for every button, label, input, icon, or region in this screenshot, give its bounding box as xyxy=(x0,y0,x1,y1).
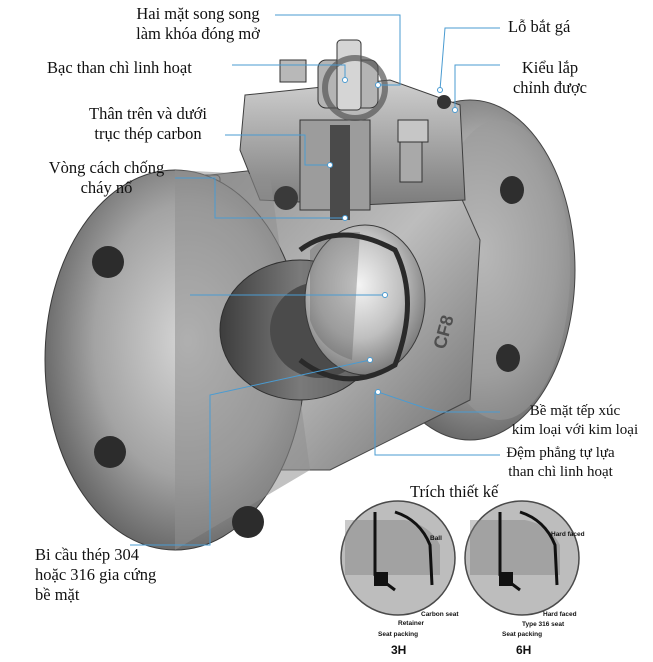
detail-6h-hard-faced-top-label: Hard faced xyxy=(551,531,585,538)
label-self-relieving-gasket: Đệm phẳng tự lựa than chì linh hoạt xyxy=(498,444,623,482)
label-parallel-flats-line-2: làm khóa đóng mở xyxy=(136,24,260,43)
label-adjustable-style-line-2: chỉnh được xyxy=(512,78,588,97)
label-metal-contact-line-2: kim loại với kim loại xyxy=(511,422,639,438)
detail-6h-hard-faced-label: Hard faced xyxy=(543,611,577,618)
label-antistatic-ring-line-2: cháy nổ xyxy=(80,178,133,197)
label-stem-bushing: Thân trên và dưới trục thép carbon xyxy=(68,104,228,144)
label-ball-line-2: hoặc 316 gia cứng xyxy=(35,565,157,584)
detail-3h-graphic xyxy=(340,500,456,616)
label-adjustable-style: Kiểu lắp chỉnh được xyxy=(500,58,600,98)
label-ball-line-3: bề mặt xyxy=(35,585,80,604)
label-metal-contact-line-1: Bề mặt tếp xúc xyxy=(529,403,621,419)
label-graphite-packing: Bạc than chì linh hoạt xyxy=(47,58,192,77)
label-stem-bushing-line-2: trục thép carbon xyxy=(94,124,202,143)
label-adjustable-style-line-1: Kiểu lắp xyxy=(521,58,579,77)
label-ball: Bi cầu thép 304 hoặc 316 gia cứng bề mặt xyxy=(35,545,156,605)
detail-3h-seat-packing-label: Seat packing xyxy=(378,631,419,638)
detail-6h-graphic xyxy=(464,500,580,616)
label-antistatic-ring: Vòng cách chống cháy nổ xyxy=(34,158,179,198)
label-self-relieving-gasket-line-2: than chì linh hoạt xyxy=(508,464,613,480)
detail-6h-seat-packing-label: Seat packing xyxy=(502,631,543,638)
label-stem-bushing-line-1: Thân trên và dưới xyxy=(88,104,207,123)
label-parallel-flats: Hai mặt song song làm khóa đóng mở xyxy=(118,4,278,44)
detail-6h-code: 6H xyxy=(516,643,532,657)
label-self-relieving-gasket-line-1: Đệm phẳng tự lựa xyxy=(506,445,615,461)
detail-3h-code: 3H xyxy=(391,643,407,657)
label-parallel-flats-line-1: Hai mặt song song xyxy=(136,4,260,23)
detail-3h-retainer-label: Retainer xyxy=(398,620,425,627)
label-ball-line-1: Bi cầu thép 304 xyxy=(35,545,140,564)
label-antistatic-ring-line-1: Vòng cách chống xyxy=(48,158,165,177)
label-mounting-hole: Lỗ bắt gá xyxy=(508,17,571,36)
leader-lines xyxy=(130,14,500,546)
label-design-extract: Trích thiết kế xyxy=(410,482,499,501)
detail-6h-type-316-seat-label: Type 316 seat xyxy=(522,621,565,628)
label-metal-contact: Bề mặt tếp xúc kim loại với kim loại xyxy=(500,402,650,440)
detail-3h-ball-label: Ball xyxy=(430,535,442,542)
detail-3h-carbon-seat-label: Carbon seat xyxy=(421,611,459,618)
